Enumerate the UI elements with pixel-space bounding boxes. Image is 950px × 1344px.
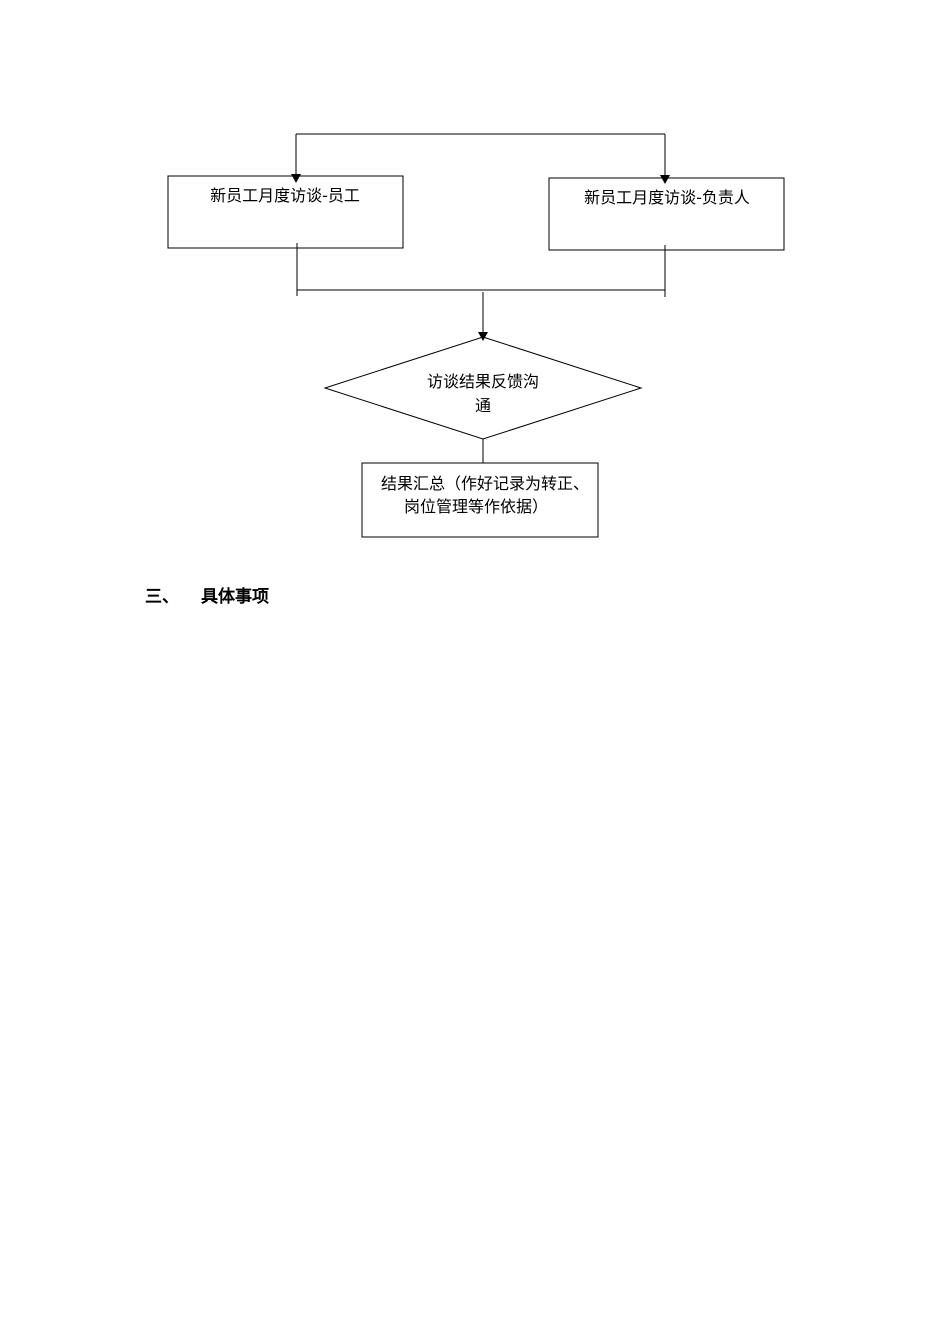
interview-flowchart: 新员工月度访谈-员工 新员工月度访谈-负责人 访谈结果反馈沟 通 结果汇总（作好… — [167, 133, 785, 538]
feedback-label-line2: 通 — [475, 396, 491, 415]
arrow-head-feedback — [478, 332, 488, 341]
section-heading: 三、 具体事项 — [145, 582, 269, 607]
feedback-label-line1: 访谈结果反馈沟 — [427, 372, 539, 391]
arrow-head-employee — [291, 174, 301, 183]
summary-box — [361, 462, 599, 538]
manager-interview-label: 新员工月度访谈-负责人 — [584, 188, 750, 207]
section-title: 具体事项 — [201, 587, 269, 607]
section-number: 三、 — [145, 587, 179, 607]
summary-label-line1: 结果汇总（作好记录为转正、 — [381, 474, 589, 493]
employee-interview-box — [167, 175, 404, 249]
summary-label-line2: 岗位管理等作依据） — [404, 497, 548, 516]
employee-interview-label: 新员工月度访谈-员工 — [210, 186, 360, 205]
arrow-head-manager — [660, 175, 670, 184]
